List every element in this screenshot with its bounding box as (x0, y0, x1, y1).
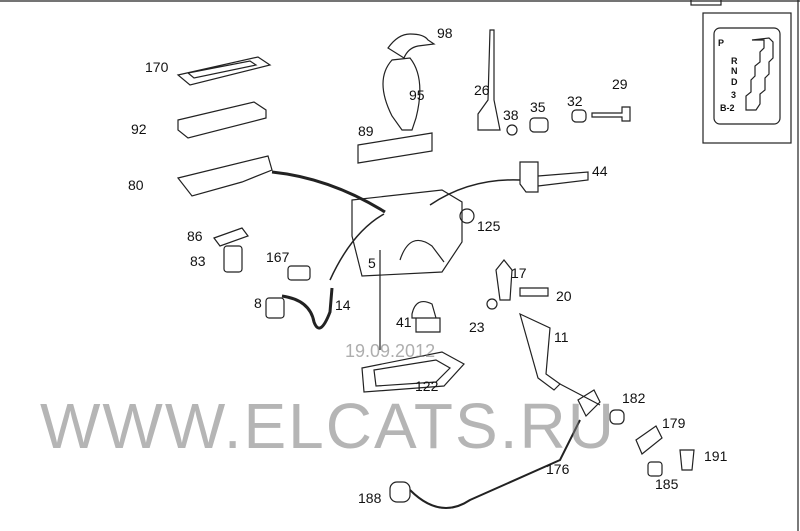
gear-indicator-plate (713, 27, 781, 125)
gear-3: 3 (731, 90, 737, 100)
label-125: 125 (477, 218, 501, 234)
label-98: 98 (437, 25, 453, 41)
arrow-80-to-5 (271, 170, 386, 214)
link-rod (559, 383, 601, 406)
part-185 (647, 461, 663, 477)
label-185: 185 (655, 476, 679, 492)
label-5: 5 (368, 255, 376, 271)
gear-n: N (731, 66, 738, 76)
part-95 (382, 57, 421, 131)
part-179 (635, 425, 663, 455)
arrow-44-to-5 (429, 179, 521, 206)
part-20 (519, 287, 549, 297)
part-26 (477, 29, 501, 131)
part-32 (571, 109, 587, 123)
label-179: 179 (662, 415, 686, 431)
part-170 (176, 56, 272, 86)
label-44: 44 (592, 163, 608, 179)
part-11 (519, 312, 561, 391)
label-23: 23 (469, 319, 485, 335)
gear-r: R (731, 56, 738, 66)
label-41: 41 (396, 314, 412, 330)
label-11: 11 (554, 329, 569, 345)
part-191 (679, 449, 695, 471)
part-122 (361, 351, 465, 393)
part-5-housing (351, 189, 463, 277)
label-95: 95 (409, 87, 425, 103)
part-182 (609, 409, 625, 425)
gear-b2: B-2 (720, 103, 735, 113)
label-176: 176 (546, 461, 570, 477)
label-92: 92 (131, 121, 147, 137)
arrow-14-to-5 (329, 213, 385, 281)
label-167: 167 (266, 249, 290, 265)
label-188: 188 (358, 490, 382, 506)
label-170: 170 (145, 59, 169, 75)
label-32: 32 (567, 93, 583, 109)
label-38: 38 (503, 107, 519, 123)
label-83: 83 (190, 253, 206, 269)
label-29: 29 (612, 76, 628, 92)
part-83 (223, 245, 243, 273)
label-14: 14 (335, 297, 351, 313)
part-38 (506, 124, 518, 136)
part-167 (287, 265, 311, 281)
label-26: 26 (474, 82, 490, 98)
label-191: 191 (704, 448, 728, 464)
part-23 (486, 298, 498, 310)
part-17 (495, 259, 513, 301)
gear-p: P (718, 38, 725, 48)
part-5-boss (399, 239, 445, 263)
label-17: 17 (511, 265, 527, 281)
part-8 (265, 297, 285, 319)
label-20: 20 (556, 288, 572, 304)
label-89: 89 (358, 123, 374, 139)
label-8: 8 (254, 295, 262, 311)
label-182: 182 (622, 390, 646, 406)
label-86: 86 (187, 228, 203, 244)
part-29 (591, 106, 631, 122)
watermark-date: 19.09.2012 (345, 341, 436, 361)
corner-box (690, 0, 722, 6)
part-41 (411, 301, 441, 333)
part-176-rod (409, 419, 581, 509)
gear-indicator-frame (702, 12, 792, 144)
part-14-cable (281, 287, 334, 330)
part-188 (389, 481, 411, 503)
label-122: 122 (415, 378, 439, 394)
part-35 (529, 117, 549, 133)
label-80: 80 (128, 177, 144, 193)
part-44 (519, 161, 589, 193)
gear-gate-icon (745, 37, 774, 111)
part-86 (213, 227, 249, 247)
part-89 (357, 132, 433, 164)
watermark: WWW.ELCATS.RU (40, 390, 616, 462)
gear-d: D (731, 77, 738, 87)
part-80 (176, 155, 273, 197)
lever-assembly (577, 389, 601, 418)
part-92 (177, 101, 267, 139)
label-35: 35 (530, 99, 546, 115)
part-98 (387, 33, 436, 59)
part-125 (459, 208, 475, 224)
